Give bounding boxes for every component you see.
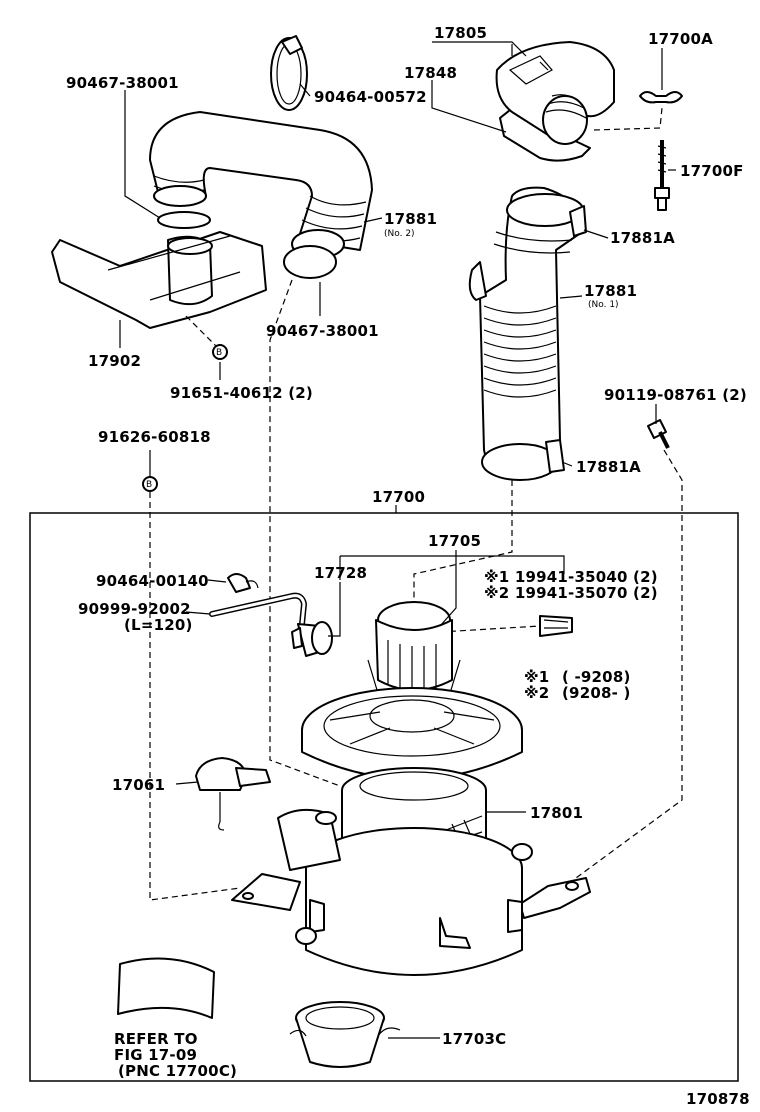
clamp-90467-bottom — [283, 245, 337, 279]
hose-90999-92002 — [209, 592, 308, 627]
label-17881A-top: 17881A — [610, 229, 675, 247]
label-17728: 17728 — [314, 564, 367, 582]
label-90467-38001-bottom: 90467-38001 — [266, 322, 379, 340]
bolt-91626-60818: B — [142, 476, 158, 492]
label-90119-08761: 90119-08761 (2) — [604, 386, 747, 404]
label-90999-length: (L=120) — [124, 616, 193, 634]
assembly-frame-17700 — [29, 512, 739, 1082]
label-17703C: 17703C — [442, 1030, 506, 1048]
label-17061: 17061 — [112, 776, 165, 794]
bolt-17700F — [654, 140, 670, 211]
label-17805: 17805 — [434, 24, 487, 42]
bolt-mark-b-1: B — [216, 348, 222, 358]
refer-line-1: REFER TO — [114, 1030, 198, 1048]
label-17700: 17700 — [372, 488, 425, 506]
hose-clamp-90464-00572 — [270, 35, 308, 111]
refer-line-3: (PNC 17700C) — [118, 1062, 237, 1080]
label-91651-40612: 91651-40612 (2) — [170, 384, 313, 402]
diagram-id: 170878 — [686, 1090, 750, 1108]
label-90467-38001-top: 90467-38001 — [66, 74, 179, 92]
label-90999-92002: 90999-92002 — [78, 600, 191, 618]
note-clip-2: ※2 19941-35070 (2) — [484, 584, 658, 602]
clip-90464-00140 — [227, 573, 259, 593]
sensor-17728 — [291, 621, 333, 657]
air-cleaner-case — [231, 808, 591, 976]
valve-17061 — [195, 757, 271, 831]
cup-17703C — [289, 1001, 401, 1068]
filter-cover — [301, 687, 523, 780]
label-17902: 17902 — [88, 352, 141, 370]
label-17848: 17848 — [404, 64, 457, 82]
range-2-value: (9208- ) — [562, 684, 631, 702]
bolt-90119-08761 — [647, 419, 670, 449]
bolt-91651-40612: B — [212, 344, 228, 360]
range-2-mark: ※2 — [524, 684, 549, 702]
clip-19941 — [539, 615, 573, 637]
sealing-pad-17700C — [117, 957, 215, 1019]
air-hose-no1 — [468, 186, 587, 481]
label-17881-no1-sub: (No. 1) — [588, 300, 619, 310]
air-cleaner-cap-17805 — [495, 41, 615, 162]
label-91626-60818: 91626-60818 — [98, 428, 211, 446]
label-17881-no2: 17881 — [384, 210, 437, 228]
label-17881A-bottom: 17881A — [576, 458, 641, 476]
label-17705: 17705 — [428, 532, 481, 550]
label-17881-no1: 17881 — [584, 282, 637, 300]
label-90464-00572: 90464-00572 — [314, 88, 427, 106]
note-clip-1: ※1 19941-35040 (2) — [484, 568, 658, 586]
bracket-17902 — [51, 231, 267, 329]
label-90464-00140: 90464-00140 — [96, 572, 209, 590]
range-1-value: ( -9208) — [562, 668, 631, 686]
refer-line-2: FIG 17-09 — [114, 1046, 197, 1064]
bolt-mark-b-2: B — [146, 480, 152, 490]
wing-nut-17700A — [639, 91, 683, 104]
label-17881-no2-sub: (No. 2) — [384, 229, 415, 239]
label-17801: 17801 — [530, 804, 583, 822]
inlet-17705 — [367, 601, 461, 701]
label-17700A: 17700A — [648, 30, 713, 48]
label-17700F: 17700F — [680, 162, 744, 180]
gasket-90467-top — [157, 211, 211, 229]
range-1-mark: ※1 — [524, 668, 549, 686]
